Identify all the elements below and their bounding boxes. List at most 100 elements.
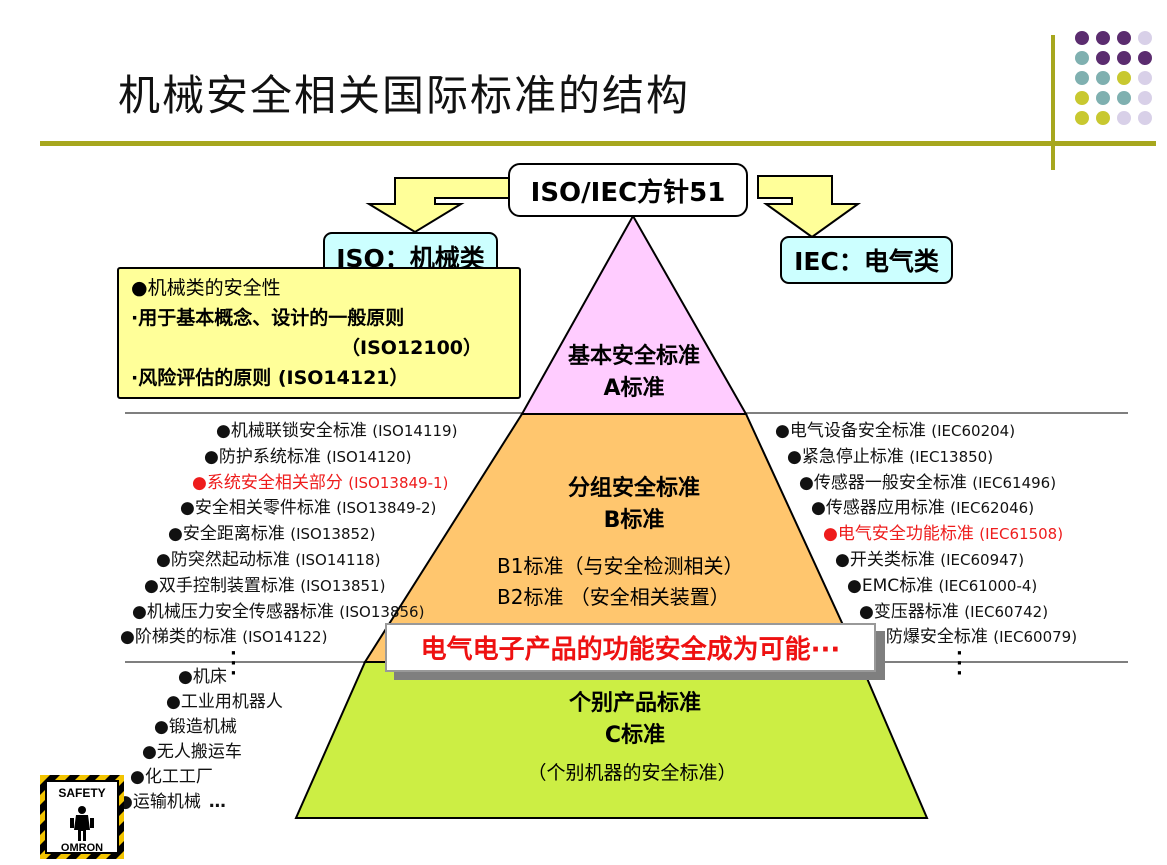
- decorative-dot: [1075, 71, 1089, 85]
- iec-standard-item: ●防爆安全标准 (IEC60079): [871, 625, 1077, 651]
- iso-standard-code: (ISO13856): [339, 602, 425, 621]
- iec-standard-item: ●传感器一般安全标准 (IEC61496): [799, 471, 1056, 497]
- c-standard-item: ●工业用机器人: [166, 690, 283, 716]
- iso-standard-code: (ISO14119): [372, 422, 458, 440]
- iec-standard-item: ●传感器应用标准 (IEC62046): [811, 496, 1034, 522]
- title-underline: [40, 141, 1156, 146]
- decorative-dot: [1117, 51, 1131, 65]
- level-c-code: C标准: [604, 723, 666, 748]
- iec-standard-name: ●传感器应用标准: [811, 498, 945, 519]
- iso-standard-code: (ISO13849-1): [348, 473, 449, 492]
- level-c-title: 个别产品标准: [568, 691, 701, 716]
- iec-standard-name: ●电气设备安全标准: [775, 421, 926, 441]
- decorative-dot: [1096, 111, 1110, 125]
- c-standard-item: ●机床: [178, 665, 227, 691]
- decorative-dot: [1117, 91, 1131, 105]
- level-b-label: 分组安全标准 B标准: [534, 473, 734, 537]
- iso-standard-name: ●防突然起动标准: [156, 550, 290, 570]
- machinery-safety-note: ●机械类的安全性 ·用于基本概念、设计的一般原则 （ISO12100） ·风险评…: [117, 267, 521, 399]
- iec-standard-name: ●防爆安全标准: [871, 627, 988, 648]
- decorative-dot: [1138, 111, 1152, 125]
- iso-standard-code: (ISO13849-2): [336, 499, 437, 518]
- decorative-dot: [1117, 71, 1131, 85]
- iec-standard-code: (IEC60947): [940, 551, 1025, 569]
- note-heading: ●机械类的安全性: [131, 277, 281, 299]
- decorative-dot: [1096, 71, 1110, 85]
- iec-standard-item: ●电气设备安全标准 (IEC60204): [775, 419, 1015, 445]
- iso-standard-item: ●系统安全相关部分 (ISO13849-1): [192, 471, 448, 497]
- iec-standard-name: ●EMC标准: [847, 575, 934, 596]
- level-b1-label: B1标准（与安全检测相关）: [497, 554, 744, 578]
- iec-standard-code: (IEC60204): [931, 422, 1016, 440]
- logo-text-bottom: OMRON: [61, 842, 103, 854]
- iso-standard-code: (ISO14118): [295, 551, 381, 569]
- decorative-dot: [1096, 91, 1110, 105]
- decorative-dot: [1138, 91, 1152, 105]
- iso-standard-name: ●安全相关零件标准: [180, 498, 331, 519]
- iso-standard-code: (ISO13852): [290, 525, 376, 544]
- iso-standard-name: ●安全距离标准: [168, 524, 285, 545]
- iso-standard-name: ●双手控制装置标准: [144, 575, 295, 596]
- level-a-section: [520, 213, 748, 415]
- c-standard-name: ●无人搬运车: [142, 742, 242, 762]
- iso-standard-item: ●安全距离标准 (ISO13852): [168, 522, 375, 548]
- functional-safety-banner: 电气电子产品的功能安全成为可能···: [385, 623, 876, 672]
- iso-standard-name: ●防护系统标准: [204, 446, 321, 467]
- c-list-more: …: [208, 792, 226, 812]
- iso-standard-item: ●双手控制装置标准 (ISO13851): [144, 574, 385, 600]
- iec-standard-item: ●变压器标准 (IEC60742): [859, 600, 1048, 626]
- iso-standard-item: ●防突然起动标准 (ISO14118): [156, 548, 380, 574]
- iec-standard-code: (IEC61496): [972, 473, 1057, 492]
- iso-standard-item: ●阶梯类的标准 (ISO14122): [120, 625, 327, 651]
- iec-standard-code: (IEC60079): [993, 628, 1078, 647]
- iec-standard-name: ●电气安全功能标准: [823, 524, 974, 545]
- iso-standard-item: ●防护系统标准 (ISO14120): [204, 445, 411, 471]
- iso-standard-item: ●安全相关零件标准 (ISO13849-2): [180, 496, 436, 522]
- iec-standard-item: ●紧急停止标准 (IEC13850): [787, 445, 993, 471]
- arrow-to-iso: [365, 177, 511, 234]
- decorative-dot: [1075, 91, 1089, 105]
- level-b-subtypes: B1标准（与安全检测相关） B2标准 （安全相关装置）: [497, 551, 743, 613]
- c-standard-name: ●运输机械: [118, 792, 201, 812]
- iec-standard-code: (IEC13850): [909, 447, 994, 466]
- c-standard-item: ●无人搬运车: [142, 740, 242, 766]
- iso-iec-guide-51-box: ISO/IEC方针51: [508, 163, 748, 217]
- iso-standard-item: ●机械压力安全传感器标准 (ISO13856): [132, 600, 424, 626]
- decorative-dot: [1096, 51, 1110, 65]
- level-a-label: 基本安全标准 A标准: [534, 341, 734, 405]
- page-title: 机械安全相关国际标准的结构: [118, 71, 691, 120]
- c-standard-name: ●工业用机器人: [166, 692, 283, 712]
- c-standard-name: ●机床: [178, 667, 227, 687]
- level-b-title: 分组安全标准: [567, 476, 700, 501]
- iec-standard-name: ●紧急停止标准: [787, 446, 904, 467]
- decorative-dot: [1138, 31, 1152, 45]
- level-a-title: 基本安全标准: [567, 344, 700, 369]
- note-line-1: ·用于基本概念、设计的一般原则: [131, 307, 405, 329]
- right-list-continuation: · · ·: [956, 643, 963, 684]
- decorative-dot: [1138, 71, 1152, 85]
- iec-standard-code: (IEC62046): [950, 499, 1035, 518]
- corner-vertical-rule: [1051, 35, 1055, 170]
- iso-standard-code: (ISO13851): [300, 576, 386, 595]
- c-standard-name: ●锻造机械: [154, 717, 237, 737]
- iec-standard-name: ●变压器标准: [859, 601, 959, 622]
- decorative-dot: [1117, 31, 1131, 45]
- iso-standard-name: ●机械压力安全传感器标准: [132, 601, 334, 622]
- safety-worker-icon: SAFETY OMRON: [40, 775, 124, 859]
- level-c-label: 个别产品标准 C标准: [500, 688, 770, 752]
- decorative-dot-grid: [1075, 31, 1152, 125]
- iec-electrical-box: IEC：电气类: [780, 236, 953, 284]
- iec-standard-code: (IEC61508): [979, 525, 1064, 544]
- iec-standard-item: ●电气安全功能标准 (IEC61508): [823, 522, 1063, 548]
- iso-standard-code: (ISO14120): [326, 447, 412, 466]
- iso-standard-code: (ISO14122): [242, 628, 328, 647]
- c-standard-name: ●化工工厂: [130, 767, 213, 787]
- logo-text-top: SAFETY: [58, 786, 105, 800]
- iso-standard-name: ●系统安全相关部分: [192, 472, 343, 493]
- iec-standard-code: (IEC61000-4): [938, 576, 1038, 595]
- note-line-3: ·风险评估的原则 (ISO14121）: [131, 367, 409, 389]
- iec-standard-code: (IEC60742): [964, 602, 1049, 621]
- iec-standard-item: ●EMC标准 (IEC61000-4): [847, 574, 1037, 600]
- decorative-dot: [1075, 111, 1089, 125]
